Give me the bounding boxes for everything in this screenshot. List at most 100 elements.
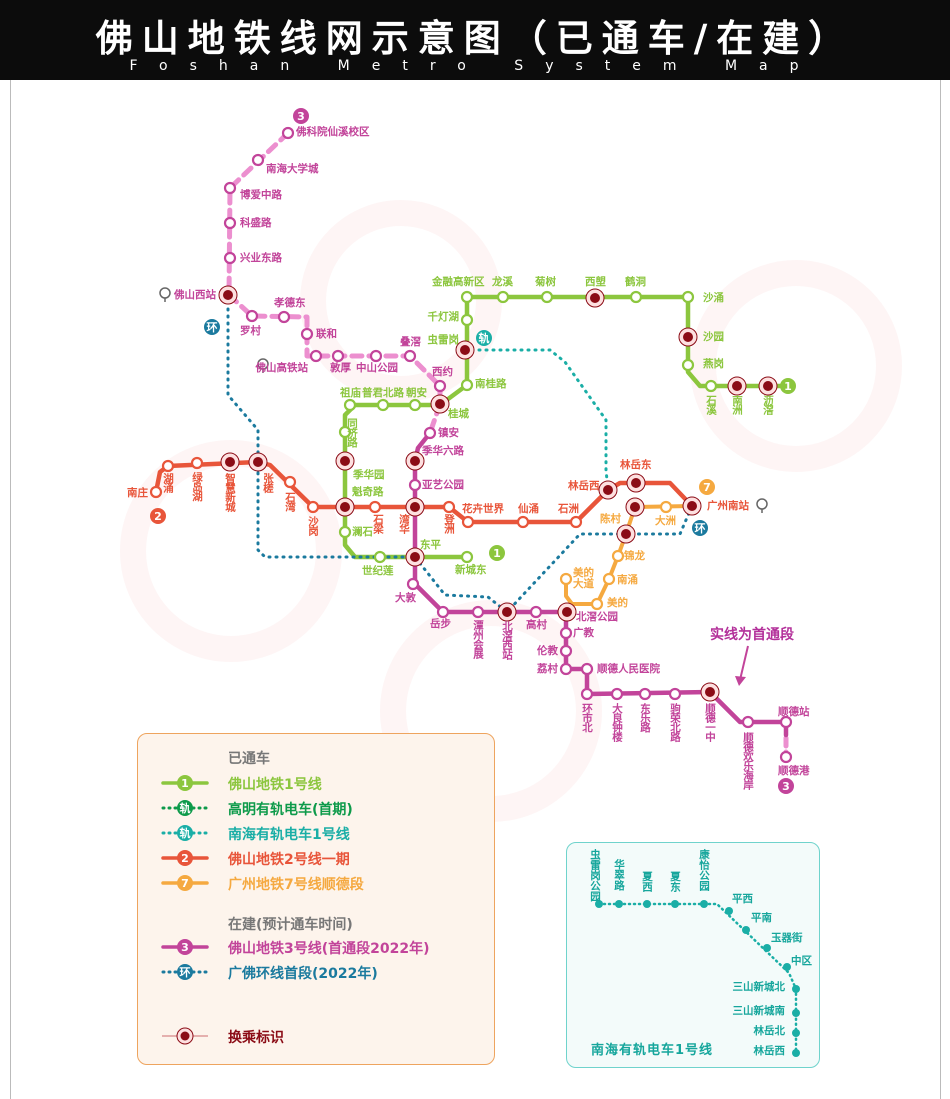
station-label[interactable]: 顺德港 [778, 765, 810, 777]
station-label[interactable]: 大良钟楼 [611, 703, 623, 741]
station-label[interactable]: 博爱中路 [240, 189, 282, 201]
station-label[interactable]: 大洲 [655, 515, 676, 527]
station-label[interactable]: 亚艺公园 [422, 479, 464, 491]
station-label[interactable]: 祖庙 [340, 387, 361, 399]
station-label[interactable]: 石溪 [705, 395, 717, 414]
station-label[interactable]: 锦龙 [624, 550, 645, 562]
station-label[interactable]: 沙岗 [307, 516, 319, 535]
station-label[interactable]: 北滘西站 [501, 621, 513, 659]
station-label[interactable]: 季华六路 [422, 445, 464, 457]
station-label[interactable]: 南庄 [127, 487, 148, 499]
station-label[interactable]: 驹荣北路 [669, 703, 681, 741]
inset-station-label[interactable]: 玉器街 [771, 932, 803, 944]
station-label[interactable]: 大敦 [395, 592, 416, 604]
station-label[interactable]: 敦厚 [330, 362, 351, 374]
station-label[interactable]: 普君北路 [362, 387, 404, 399]
station-label[interactable]: 南海大学城 [266, 163, 319, 175]
station-label[interactable]: 联和 [316, 328, 337, 340]
station-label[interactable]: 同济路 [346, 418, 358, 447]
station-marker [569, 515, 583, 529]
station-label[interactable]: 东乐路 [639, 703, 651, 732]
station-label[interactable]: 西约 [432, 366, 453, 378]
station-label[interactable]: 广州南站 [707, 500, 749, 512]
station-label[interactable]: 镇安 [438, 427, 459, 439]
station-label[interactable]: 湾华 [398, 514, 410, 533]
inset-station-label[interactable]: 夏西 [641, 871, 653, 892]
station-label[interactable]: 叠滘 [400, 336, 421, 348]
station-label[interactable]: 西塱 [585, 276, 606, 288]
station-label[interactable]: 佛科院仙溪校区 [296, 126, 370, 138]
inset-station-label[interactable]: 平南 [751, 912, 772, 924]
station-label[interactable]: 仙涌 [518, 503, 539, 515]
station-label[interactable]: 佛山高铁站 [255, 362, 309, 374]
station-label[interactable]: 广教 [573, 627, 594, 639]
station-label[interactable]: 林岳西 [568, 480, 600, 492]
station-label[interactable]: 东平 [420, 539, 441, 551]
station-label[interactable]: 环市北 [581, 703, 593, 732]
station-label[interactable]: 绿岛湖 [191, 472, 203, 501]
station-label[interactable]: 龙溪 [492, 276, 513, 288]
inset-station-label[interactable]: 夏东 [669, 871, 681, 892]
inset-station-label[interactable]: 虫雷岗公园 [589, 849, 601, 902]
station-label[interactable]: 虫雷岗 [427, 334, 460, 346]
station-label[interactable]: 鹤洞 [625, 276, 646, 288]
station-label[interactable]: 石洲 [558, 503, 579, 515]
station-label[interactable]: 桂城 [448, 408, 469, 420]
station-label[interactable]: 张槎 [262, 473, 274, 492]
station-label[interactable]: 南涌 [617, 574, 638, 586]
station-marker [408, 478, 422, 492]
station-label[interactable]: 陈村 [600, 513, 621, 525]
station-label[interactable]: 花卉世界 [462, 503, 504, 515]
station-label[interactable]: 魁奇路 [352, 486, 384, 498]
station-label[interactable]: 高村 [526, 619, 547, 631]
station-label[interactable]: 顺德人民医院 [597, 663, 660, 675]
station-label[interactable]: 岳步 [430, 618, 451, 630]
inset-station-label[interactable]: 中区 [791, 955, 812, 967]
inset-station-label[interactable]: 平西 [732, 893, 753, 905]
station-label[interactable]: 顺德站 [778, 706, 810, 718]
station-label[interactable]: 美的 [607, 597, 628, 609]
station-label[interactable]: 林岳东 [620, 459, 652, 471]
inset-station-label[interactable]: 林岳北 [753, 1025, 786, 1037]
interchange-station-marker-core [225, 457, 235, 467]
station-label[interactable]: 佛山西站 [174, 289, 216, 301]
station-label[interactable]: 季华园 [353, 469, 385, 481]
station-label[interactable]: 罗村 [240, 325, 261, 337]
station-label[interactable]: 科盛路 [240, 217, 272, 229]
station-label[interactable]: 伦教 [537, 645, 558, 657]
station-label[interactable]: 金融高新区 [432, 276, 485, 288]
station-label[interactable]: 千灯湖 [427, 311, 460, 323]
station-label[interactable]: 沥滘 [762, 395, 774, 414]
station-label[interactable]: 美的大道 [573, 567, 594, 590]
station-label[interactable]: 南桂路 [475, 378, 507, 390]
station-label[interactable]: 石梁 [372, 514, 384, 533]
station-label[interactable]: 菊树 [535, 276, 556, 288]
station-label[interactable]: 南洲 [731, 395, 743, 414]
station-label[interactable]: 沙涌 [703, 292, 724, 304]
station-label[interactable]: 中山公园 [356, 362, 398, 374]
inset-station-label[interactable]: 林岳西 [753, 1045, 786, 1057]
station-label[interactable]: 北滘公园 [576, 611, 618, 623]
station-label[interactable]: 澜石 [352, 526, 373, 538]
station-label[interactable]: 燕岗 [703, 358, 724, 370]
station-label[interactable]: 新城东 [455, 564, 487, 576]
inset-station-label[interactable]: 三山新城北 [732, 981, 786, 993]
station-label[interactable]: 荔村 [537, 663, 558, 675]
station-label[interactable]: 智慧新城 [224, 473, 236, 511]
station-label[interactable]: 潭州会展 [472, 620, 484, 658]
station-label[interactable]: 兴业东路 [240, 252, 282, 264]
station-label[interactable]: 朝安 [406, 387, 427, 399]
inset-station-label[interactable]: 康怡公园 [698, 849, 710, 891]
station-label[interactable]: 世纪莲 [362, 565, 394, 577]
station-label[interactable]: 石湾 [284, 492, 296, 511]
station-label[interactable]: 沙园 [703, 331, 724, 343]
station-label[interactable]: 孝德东 [274, 297, 306, 309]
station-label[interactable]: 顺德欢乐海岸 [742, 732, 754, 789]
inset-station-label[interactable]: 华翠路 [613, 859, 625, 891]
station-marker [638, 687, 652, 701]
station-label[interactable]: 登洲 [443, 514, 455, 533]
station-label[interactable]: 顺德一中 [704, 703, 716, 741]
inset-station-label[interactable]: 三山新城南 [732, 1005, 786, 1017]
station-label[interactable]: 湖涌 [162, 473, 174, 492]
